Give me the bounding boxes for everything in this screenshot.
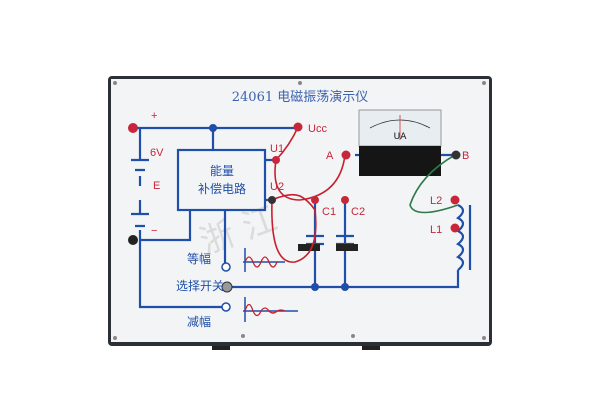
- ucc-label: Ucc: [308, 123, 327, 135]
- constant-amplitude-contact[interactable]: [221, 262, 231, 272]
- ammeter: UA: [358, 109, 442, 176]
- energy-compensation-box: [176, 148, 267, 212]
- damped-contact[interactable]: [221, 302, 231, 312]
- switch-label: 选择开关: [176, 279, 224, 293]
- junction-dots: [209, 124, 349, 291]
- terminal-b[interactable]: [451, 150, 461, 160]
- screws: [113, 81, 486, 340]
- meter-unit: UA: [394, 132, 408, 142]
- l2-label: L2: [430, 195, 442, 207]
- box-line2: 补偿电路: [198, 181, 246, 196]
- terminals: [128, 122, 461, 245]
- terminal-u1[interactable]: [272, 156, 280, 164]
- selector-switch[interactable]: [221, 281, 233, 293]
- damped-label: 减幅: [187, 314, 211, 329]
- terminal-c2[interactable]: [341, 196, 349, 204]
- voltage-label: 6V: [150, 147, 164, 159]
- minus-label: −: [151, 225, 157, 237]
- board-title: 24061 电磁振荡演示仪: [232, 89, 369, 105]
- u1-label: U1: [270, 143, 284, 155]
- emf-label: E: [153, 180, 160, 192]
- terminal-minus[interactable]: [128, 235, 138, 245]
- damped-waveform-icon: [243, 297, 298, 322]
- terminal-ucc[interactable]: [293, 122, 303, 132]
- terminal-c1[interactable]: [311, 196, 319, 204]
- capacitor-bodies: [298, 244, 358, 251]
- terminal-plus[interactable]: [128, 123, 138, 133]
- box-line1: 能量: [210, 164, 234, 178]
- terminal-l2[interactable]: [450, 195, 460, 205]
- b-label: B: [462, 150, 469, 162]
- plus-label: +: [151, 110, 157, 122]
- c1-label: C1: [322, 206, 336, 218]
- terminal-a[interactable]: [341, 150, 351, 160]
- constant-amplitude-label: 等幅: [187, 251, 211, 266]
- a-label: A: [326, 150, 334, 162]
- terminal-l1[interactable]: [450, 223, 460, 233]
- constant-waveform-icon: [243, 248, 285, 272]
- c2-label: C2: [351, 206, 365, 218]
- terminal-u2[interactable]: [268, 196, 276, 204]
- l1-label: L1: [430, 224, 442, 236]
